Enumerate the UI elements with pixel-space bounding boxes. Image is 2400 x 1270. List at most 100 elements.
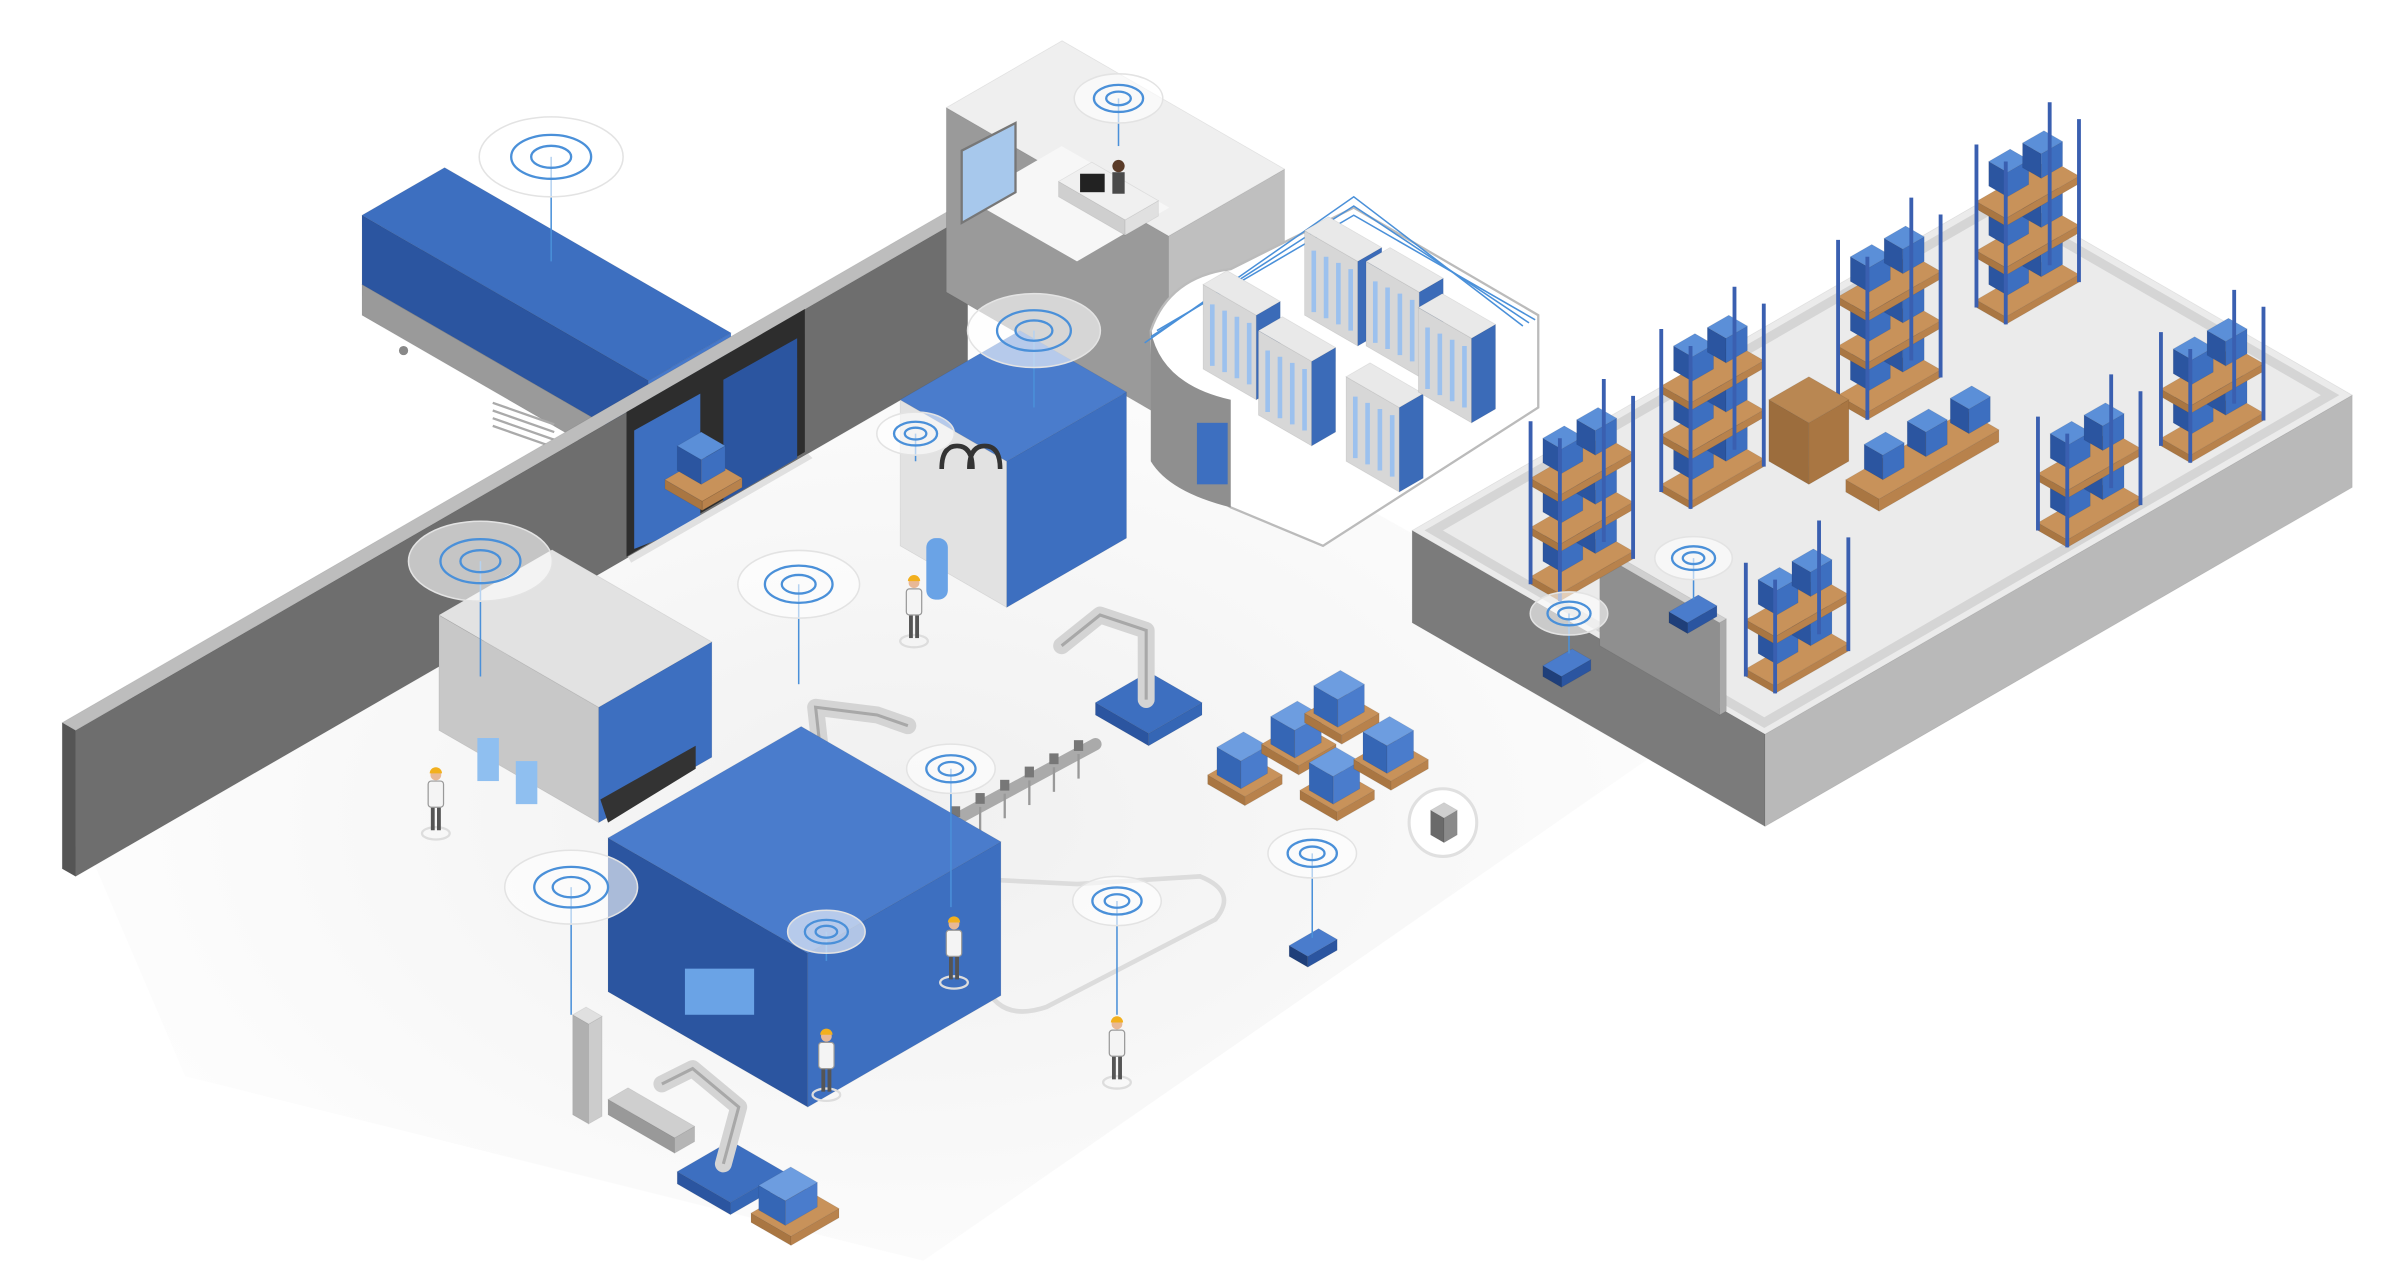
stored-crate: [2206, 317, 2248, 367]
partition-wall-side-face: [61, 721, 76, 878]
stored-crate-top-face: [1706, 314, 1749, 339]
conveyor-part: [950, 806, 961, 818]
signal-ring: [1103, 893, 1131, 909]
wireless-signals: [407, 73, 1734, 1015]
parts-crate-top-face: [1362, 716, 1415, 747]
opening-machine-panel: [723, 338, 798, 502]
stored-crate: [2172, 336, 2215, 386]
conveyor-part: [1073, 740, 1084, 751]
wifi-signal-icon: [1267, 827, 1358, 938]
server-rack-front-face: [1311, 346, 1336, 447]
robot-arm: [1053, 606, 1203, 747]
signal-ring: [1014, 319, 1054, 342]
server-rack-front-face: [1398, 392, 1424, 493]
signal-ring: [1557, 606, 1581, 621]
storage-rack: [2036, 374, 2143, 549]
stored-crate: [1757, 566, 1799, 616]
signal-halo: [966, 292, 1102, 369]
worker-floor-marker: [939, 975, 969, 990]
signal-ring: [510, 133, 593, 180]
stored-crate: [1863, 431, 1905, 481]
stored-crate-top-face: [1863, 431, 1905, 456]
signal-ring: [533, 865, 610, 909]
robot-arm: [653, 1060, 785, 1216]
signal-ring: [1105, 90, 1132, 107]
roller: [492, 401, 555, 426]
agv-robot-top-face: [1668, 594, 1718, 624]
server-rack-front-face: [1471, 323, 1496, 424]
roller: [492, 417, 555, 441]
nut-part-icon-top-face: [1429, 802, 1458, 819]
control-room-floor: [969, 146, 1170, 262]
stored-crate: [1706, 314, 1749, 364]
signal-ring: [439, 538, 522, 585]
wifi-signal-icon: [407, 520, 554, 677]
stacked-pallets-top-face: [1768, 376, 1850, 424]
control-room-window: [960, 121, 1017, 225]
opening-machine-panel: [634, 393, 701, 549]
stored-crate: [1575, 407, 1618, 456]
control-panel: [571, 1006, 603, 1125]
server-room-door: [1196, 422, 1228, 485]
storage-rack: [2159, 289, 2266, 464]
cnc-window: [515, 761, 538, 805]
server-rack-top-face: [1202, 270, 1282, 316]
stored-crate-top-face: [2206, 317, 2248, 342]
storage-rack: [1743, 520, 1851, 695]
stored-crate: [2083, 402, 2125, 452]
agv-robot: [1288, 928, 1338, 968]
signal-ring: [1681, 551, 1706, 566]
signal-halo: [407, 520, 554, 602]
signal-ring: [1546, 600, 1592, 627]
control-panel-front-face: [588, 1015, 603, 1125]
stored-crate: [1949, 385, 1992, 435]
signal-ring: [803, 918, 850, 945]
signal-ring: [1670, 545, 1717, 572]
worker: [1101, 1016, 1132, 1090]
machine-foot: [398, 345, 409, 356]
stored-crate-top-face: [1883, 225, 1925, 250]
wifi-signal-icon: [478, 116, 624, 262]
cnc-window: [477, 738, 499, 782]
stored-crate: [1883, 225, 1925, 275]
stored-crate-top-face: [2083, 402, 2125, 427]
server-rack-top-face: [1417, 293, 1497, 339]
wifi-signal-icon: [786, 909, 866, 961]
signal-halo: [1073, 73, 1164, 124]
roller: [492, 424, 555, 449]
worker-body: [945, 929, 963, 957]
operator-head: [1112, 159, 1125, 173]
robot-arm-outline: [1060, 613, 1148, 700]
pallet-shelf: [1837, 352, 1942, 421]
roller: [492, 409, 555, 434]
pallet-shelf: [2037, 430, 2142, 499]
worker-body: [1108, 1029, 1126, 1057]
signal-ring: [892, 420, 939, 447]
output-conveyor: [600, 745, 696, 823]
stored-crate: [1987, 148, 2030, 198]
signal-ring: [995, 309, 1073, 353]
server-rack-top-face: [1257, 316, 1337, 362]
signal-ring: [814, 924, 839, 939]
wifi-signal-icon: [737, 549, 861, 685]
stored-crate: [2021, 130, 2064, 180]
wifi-signal-icon: [1529, 591, 1609, 654]
agv-path: [982, 874, 1227, 1014]
worker-body: [905, 588, 923, 616]
signal-ring: [1092, 83, 1145, 114]
worker: [939, 916, 969, 990]
warehouse-inner-wall-front-face: [1719, 618, 1727, 716]
signal-ring: [1091, 886, 1143, 916]
control-panel-side-face: [572, 1014, 590, 1125]
output-table: [607, 1087, 696, 1154]
signal-ring: [763, 564, 834, 605]
storage-rack: [1528, 379, 1636, 602]
machine-window: [684, 968, 755, 1015]
computer-monitor: [1080, 173, 1105, 193]
storage-rack: [1974, 102, 2081, 326]
parts-crate: [1362, 716, 1415, 775]
signal-halo: [737, 549, 861, 619]
storage-rack: [1836, 197, 1943, 421]
worker-body: [427, 780, 445, 808]
wifi-signal-icon: [966, 292, 1102, 408]
